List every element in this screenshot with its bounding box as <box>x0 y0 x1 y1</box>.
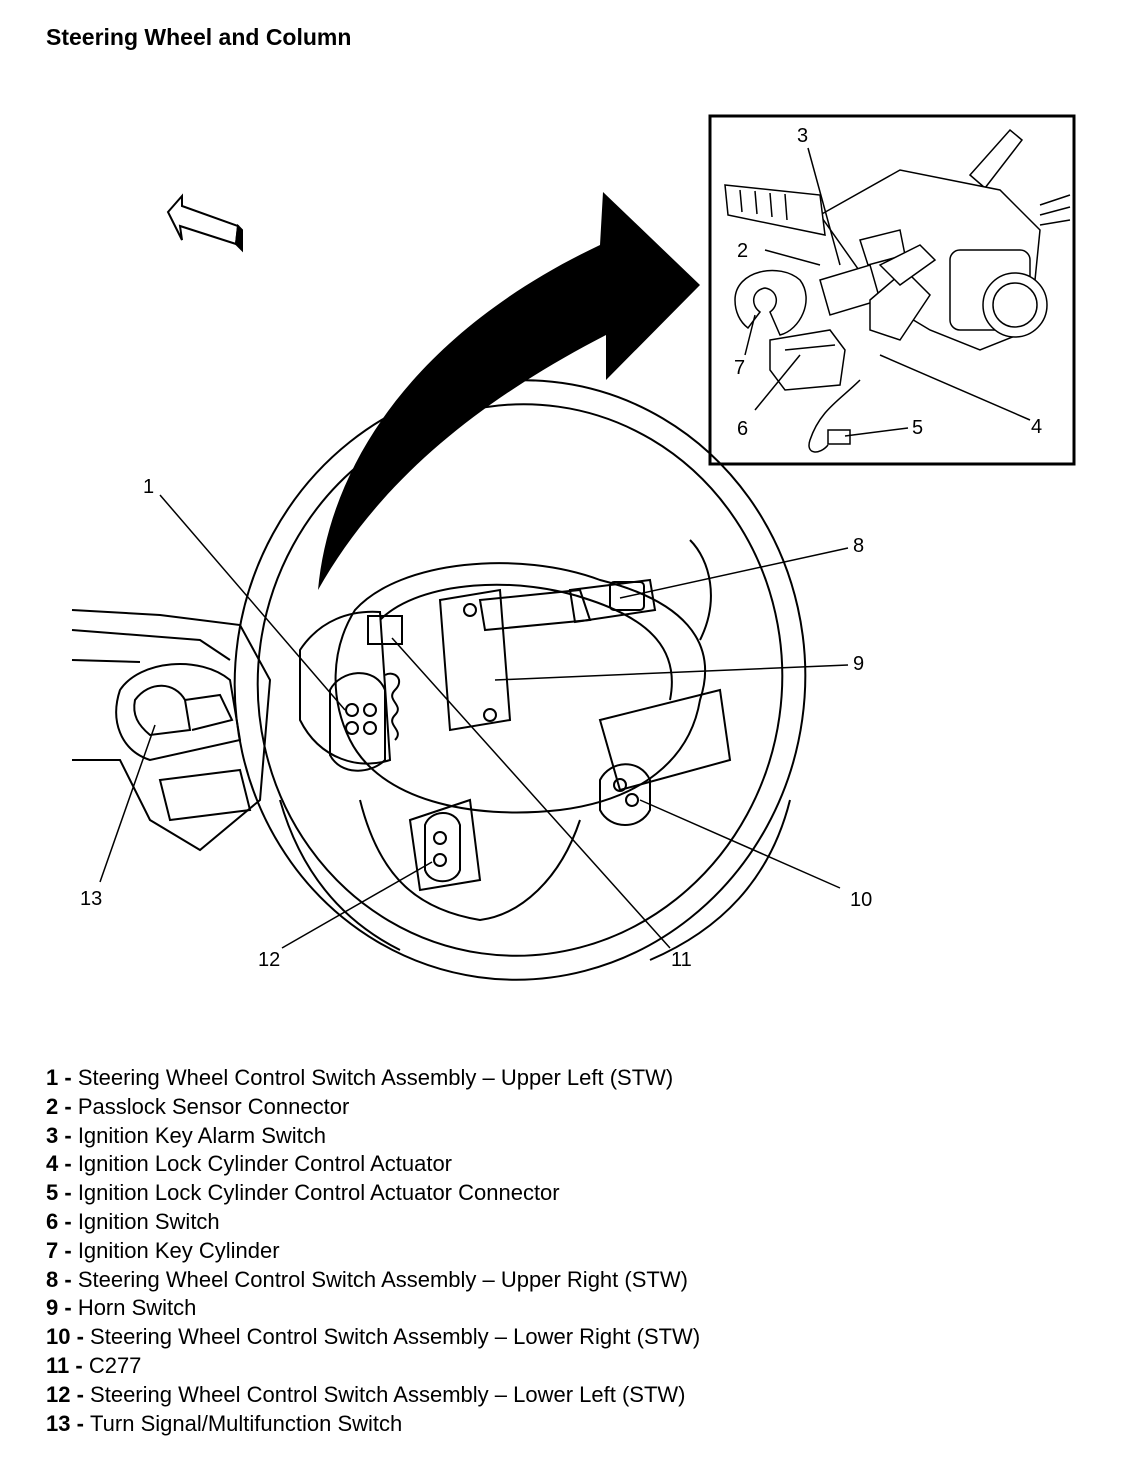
callout-5: 5 <box>912 417 923 439</box>
leader-lines <box>99 147 1031 949</box>
callout-3: 3 <box>797 125 808 147</box>
callout-1: 1 <box>143 476 154 498</box>
legend-item: 13 - Turn Signal/Multifunction Switch <box>46 1410 403 1436</box>
legend-item: 12 - Steering Wheel Control Switch Assem… <box>46 1381 686 1407</box>
zoom-arrow-icon <box>318 192 700 590</box>
callout-6: 6 <box>737 418 748 440</box>
steering-wheel <box>233 379 807 981</box>
legend-item: 5 - Ignition Lock Cylinder Control Actua… <box>46 1180 560 1206</box>
callout-8: 8 <box>853 535 864 557</box>
legend-item: 11 - C277 <box>46 1352 142 1378</box>
steering-column-shroud <box>71 609 272 852</box>
callout-11: 11 <box>671 949 692 971</box>
legend-item: 9 - Horn Switch <box>46 1295 197 1321</box>
steering-wheel-diagram: 1 2 3 4 5 6 7 8 9 10 11 12 13 <box>71 114 1076 981</box>
callout-9: 9 <box>853 653 864 675</box>
inset-steering-column <box>724 128 1071 453</box>
legend-list: 1 - Steering Wheel Control Switch Assemb… <box>46 1064 700 1438</box>
page-title: Steering Wheel and Column <box>46 24 352 50</box>
legend-item: 2 - Passlock Sensor Connector <box>46 1093 350 1119</box>
callout-4: 4 <box>1031 416 1042 438</box>
callout-13: 13 <box>80 888 102 910</box>
callout-12: 12 <box>258 949 280 971</box>
legend-item: 7 - Ignition Key Cylinder <box>46 1237 280 1263</box>
legend-item: 10 - Steering Wheel Control Switch Assem… <box>46 1324 701 1350</box>
callout-7: 7 <box>734 357 745 379</box>
callout-2: 2 <box>737 240 748 262</box>
callout-10: 10 <box>850 889 872 911</box>
legend-item: 1 - Steering Wheel Control Switch Assemb… <box>46 1065 674 1090</box>
legend-item: 8 - Steering Wheel Control Switch Assemb… <box>46 1266 688 1292</box>
legend-item: 6 - Ignition Switch <box>46 1208 220 1234</box>
front-direction-arrow-icon <box>166 193 243 253</box>
legend-item: 4 - Ignition Lock Cylinder Control Actua… <box>46 1151 453 1177</box>
legend-item: 3 - Ignition Key Alarm Switch <box>46 1122 327 1148</box>
